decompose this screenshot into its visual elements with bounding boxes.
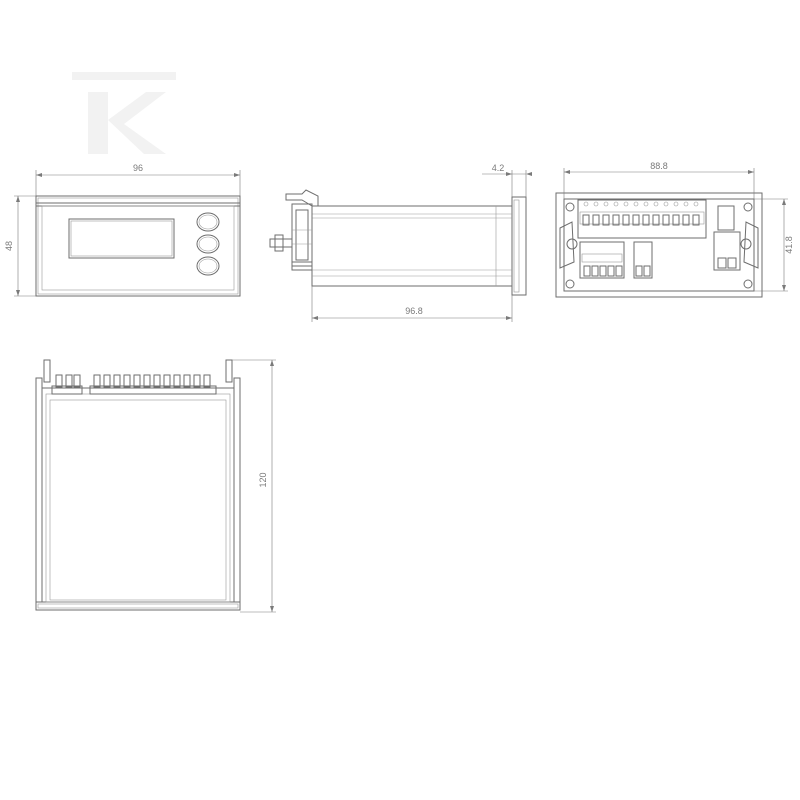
dim-label-88-8: 88.8	[650, 161, 668, 171]
front-button-1	[196, 212, 220, 232]
dim-rear-width: 88.8	[563, 161, 755, 199]
dim-label-41-8: 41.8	[784, 236, 794, 254]
front-button-3	[196, 256, 220, 276]
dim-label-120: 120	[258, 472, 268, 487]
dim-label-96: 96	[133, 163, 143, 173]
top-view-terminals	[55, 374, 211, 388]
dim-label-4-2: 4.2	[492, 163, 505, 173]
rear-top-terminals	[582, 201, 700, 226]
dim-label-96-8: 96.8	[405, 306, 423, 316]
rear-view	[555, 192, 763, 298]
side-view	[269, 189, 527, 296]
front-view	[35, 195, 241, 297]
dim-body-depth: 96.8	[311, 286, 513, 322]
top-view	[35, 359, 241, 611]
dim-rear-height: 41.8	[754, 198, 794, 292]
front-button-2	[196, 234, 220, 254]
dim-top-depth: 120	[232, 359, 276, 613]
display-window	[68, 218, 175, 259]
dim-front-height: 48	[4, 195, 36, 297]
k-logo-watermark	[72, 72, 176, 154]
dim-front-width: 96	[35, 163, 241, 196]
dim-label-48: 48	[4, 241, 14, 251]
dim-bezel-depth: 4.2	[482, 163, 532, 197]
